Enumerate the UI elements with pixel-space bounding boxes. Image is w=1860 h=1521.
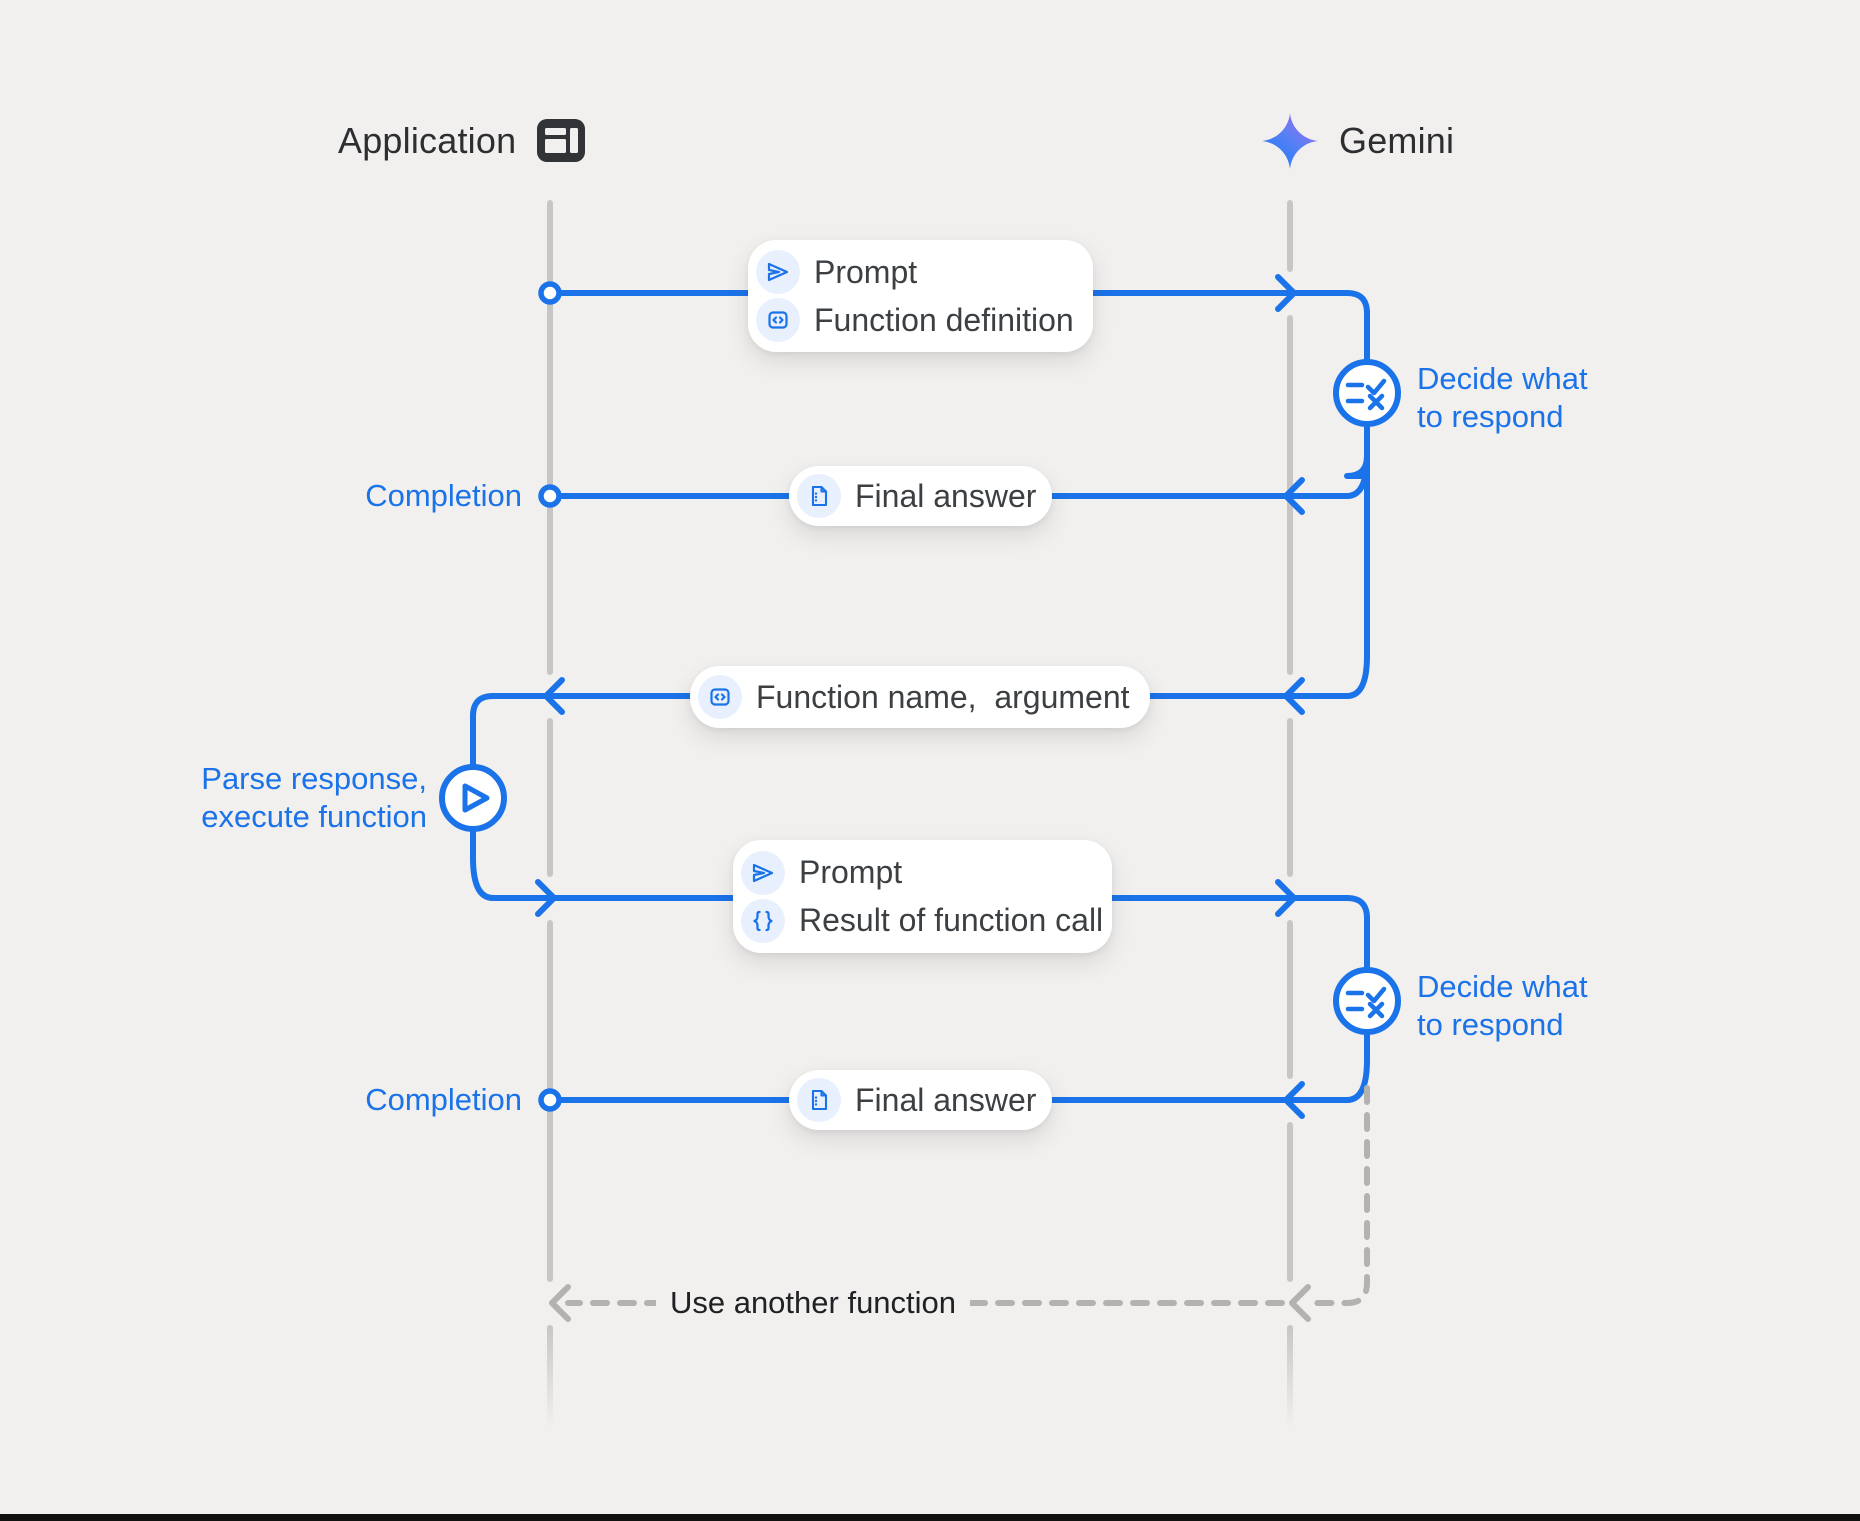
application-label: Application: [338, 119, 517, 161]
arrowhead-right-icon: [1275, 879, 1297, 917]
message-row: Final answer: [797, 472, 1036, 520]
message-row: Prompt: [741, 849, 1086, 897]
flow-final-answer-2-line: [559, 1029, 1370, 1103]
decide-label-1: Decide what to respond: [1417, 360, 1588, 436]
parse-execute-label: Parse response, execute function: [201, 760, 427, 836]
send-icon: [741, 850, 785, 895]
play-icon: [462, 783, 490, 813]
arrowhead-left-gray-icon: [549, 1284, 571, 1322]
message-row: Result of function call: [741, 897, 1103, 945]
parse-label-line: execute function: [201, 799, 427, 834]
code-icon: [756, 298, 800, 342]
completion-marker-2: [538, 1088, 562, 1112]
completion-label-1: Completion: [365, 478, 522, 513]
message-start-marker: [538, 281, 562, 305]
message-label: Prompt: [799, 854, 903, 890]
arrowhead-left-icon: [543, 677, 565, 715]
completion-marker-1: [538, 484, 562, 508]
arrowhead-left-gray-icon: [1289, 1284, 1311, 1322]
message-label: Function name, argument: [756, 678, 1130, 715]
arrowhead-left-icon: [1283, 677, 1305, 715]
message-row: Prompt: [756, 248, 1067, 296]
decide-label-line: to respond: [1417, 399, 1564, 434]
code-icon: [698, 675, 742, 719]
message-label: Function definition: [814, 301, 1074, 338]
message-box-final-answer-1: Final answer: [789, 466, 1052, 526]
message-label: Final answer: [855, 477, 1037, 514]
message-row: Function definition: [756, 296, 1074, 344]
decide-label-line: to respond: [1417, 1007, 1564, 1042]
execute-node: [439, 764, 507, 832]
flow-prompt-line: [559, 290, 1370, 365]
arrowhead-right-icon: [1275, 274, 1297, 312]
decide-label-line: Decide what: [1417, 969, 1588, 1004]
arrowhead-left-icon: [1283, 1081, 1305, 1119]
completion-label-2: Completion: [365, 1082, 522, 1117]
document-icon: [797, 1078, 841, 1122]
decide-label-2: Decide what to respond: [1417, 968, 1588, 1044]
send-icon: [756, 250, 800, 294]
gemini-label: Gemini: [1339, 120, 1455, 161]
actor-gemini: Gemini: [1261, 112, 1454, 170]
message-box-prompt-result: Prompt Result of function call: [733, 840, 1112, 953]
message-box-function-name-argument: Function name, argument: [690, 666, 1150, 728]
message-label: Final answer: [855, 1081, 1037, 1118]
document-icon: [797, 474, 841, 518]
loop-dashed-vertical: [1303, 1085, 1370, 1306]
arrowhead-right-icon: [535, 879, 557, 917]
gemini-sparkle-icon: [1262, 113, 1318, 169]
use-another-function-label: Use another function: [655, 1285, 971, 1321]
message-label: Prompt: [814, 253, 918, 290]
rule-check-icon: [1345, 378, 1387, 411]
parse-label-line: Parse response,: [201, 761, 427, 796]
braces-icon: [741, 898, 785, 943]
actor-application: Application: [338, 118, 586, 163]
decide-node-1: [1333, 359, 1401, 427]
message-row: Function name, argument: [698, 673, 1130, 721]
arrowhead-left-icon: [1283, 477, 1305, 515]
bottom-border-bar: [0, 1514, 1860, 1521]
rule-check-icon: [1345, 986, 1387, 1019]
message-row: Final answer: [797, 1076, 1036, 1124]
message-label: Result of function call: [799, 902, 1104, 938]
message-box-final-answer-2: Final answer: [789, 1070, 1052, 1130]
app-window-icon: [537, 119, 586, 162]
message-box-prompt-function-definition: Prompt Function definition: [748, 240, 1093, 352]
decide-node-2: [1333, 967, 1401, 1035]
decide-label-line: Decide what: [1417, 361, 1588, 396]
